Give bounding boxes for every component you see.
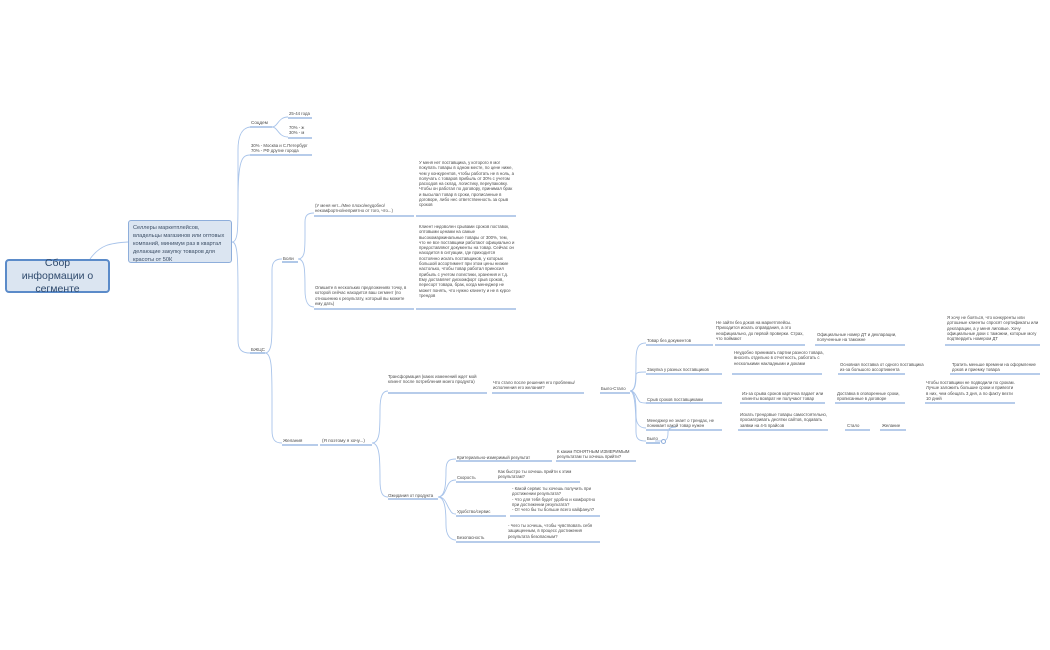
- pain-answer-1[interactable]: У меня нет поставщика, у которого я мог …: [419, 160, 515, 208]
- expectation-convenience-detail[interactable]: - Какой сервис ты хочешь получить при до…: [512, 486, 596, 513]
- pain-question-1[interactable]: (У меня нет.../Мне плохо/неудобно/ неком…: [315, 203, 393, 214]
- expectation-measurable-detail[interactable]: К каким ПОНЯТНЫМ ИЗМЕРИМЫМ результатам т…: [557, 449, 630, 460]
- after-row-4[interactable]: Стало: [847, 423, 860, 428]
- before-row-3-detail[interactable]: Из-за срыва сроков карточка падает или к…: [742, 391, 824, 402]
- node-gender[interactable]: 70% - ж 30% - м: [289, 125, 305, 136]
- main-topic-segment[interactable]: Селлеры маркетплейсов, владельцы магазин…: [128, 220, 232, 263]
- pain-question-2[interactable]: Опишите в нескольких предложениях точку,…: [315, 285, 407, 306]
- desire-row-2[interactable]: Тратить меньше времени на оформление док…: [952, 362, 1036, 373]
- after-row-3[interactable]: Доставка в оговоренные сроки, прописанны…: [837, 391, 900, 402]
- expectation-speed[interactable]: Скорость: [457, 475, 476, 480]
- before-row-4[interactable]: Менеджер не знает о трендах, не понимает…: [647, 418, 715, 429]
- expectation-speed-detail[interactable]: Как быстро ты хочешь прийти к этим резул…: [498, 469, 572, 480]
- node-desires[interactable]: Желания: [283, 438, 303, 443]
- expectation-convenience[interactable]: Удобство/сервис: [457, 509, 491, 514]
- expectation-measurable[interactable]: Критериально-измеримый результат: [457, 455, 531, 460]
- after-row-2[interactable]: Основная поставка от одного поставщика и…: [840, 362, 924, 373]
- before-row-3[interactable]: Срыв сроков поставщиками: [647, 397, 703, 402]
- before-row-1[interactable]: Товар без документов: [647, 338, 691, 343]
- desire-row-3[interactable]: Чтобы поставщики не подводили по срокам.…: [926, 380, 1015, 401]
- desire-row-4[interactable]: Желание: [882, 423, 901, 428]
- before-row-1-detail[interactable]: Не зайти без доков на маркетплейсы. Прих…: [716, 320, 804, 341]
- node-expectations[interactable]: Ожидания от продукта: [388, 493, 434, 498]
- node-before-after[interactable]: Было-Стало: [601, 386, 626, 391]
- node-desires-prompt[interactable]: (Я поэтому я хочу...): [322, 438, 365, 443]
- before-row-2-detail[interactable]: Неудобно принимать партии разного товара…: [734, 350, 824, 366]
- before-row-4-detail[interactable]: Искать трендовые товары самостоятельно, …: [740, 412, 828, 428]
- node-bhcs[interactable]: БЖЦС: [251, 347, 265, 352]
- root-topic[interactable]: Сбор информации о сегменте: [5, 257, 110, 295]
- desire-row-1[interactable]: Я хочу не бояться, что конкуренты или до…: [947, 315, 1039, 342]
- before-extra[interactable]: Было: [647, 436, 658, 441]
- node-transformation-question[interactable]: Что стало после решения его проблемы/ ис…: [493, 380, 575, 391]
- node-pains[interactable]: Боли: [283, 256, 294, 261]
- before-row-2[interactable]: Закупка у разных поставщиков: [647, 367, 709, 372]
- node-age[interactable]: 25-44 года: [289, 111, 310, 116]
- after-row-1[interactable]: Официальные номер ДТ и декларации, получ…: [817, 332, 897, 343]
- pain-answer-2[interactable]: Клиент недоволен срывами сроков поставок…: [419, 224, 515, 298]
- expectation-safety-detail[interactable]: - Чего ты хочешь, чтобы чувствовать себя…: [508, 523, 593, 539]
- node-transformation[interactable]: Трансформация (каких изменений ждет мой …: [388, 374, 477, 385]
- expectation-safety[interactable]: Безопасность: [457, 535, 485, 540]
- node-socdem[interactable]: Соцдем: [251, 120, 268, 125]
- collapse-toggle-icon[interactable]: [661, 439, 666, 444]
- node-geo[interactable]: 30% - Москва и С.Петербург 70% - РФ друг…: [251, 143, 308, 154]
